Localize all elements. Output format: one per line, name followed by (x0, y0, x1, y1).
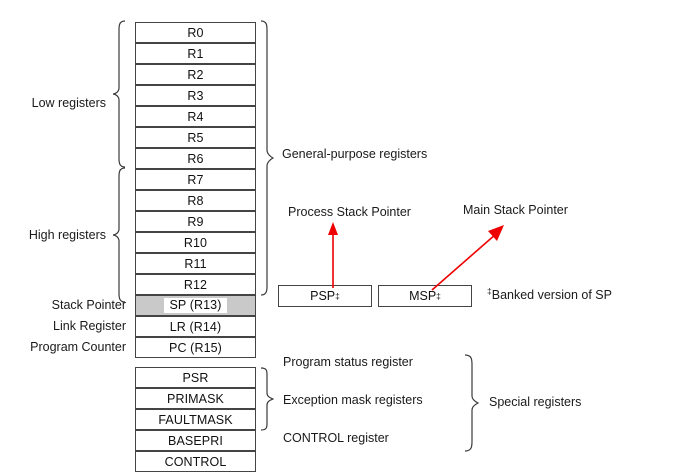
msp-box: MSP‡ (378, 285, 472, 307)
register-set-diagram: R0 R1 R2 R3 R4 R5 R6 R7 R8 R9 R10 R11 R1… (28, 20, 612, 472)
register-box: R12 (135, 274, 256, 295)
register-box: R10 (135, 232, 256, 253)
general-purpose-bracket (260, 20, 274, 296)
label-link-register: Link Register (53, 319, 126, 333)
psp-label: PSP (310, 289, 336, 303)
register-box: R1 (135, 43, 256, 64)
label-high-registers: High registers (28, 228, 106, 242)
register-box: R7 (135, 169, 256, 190)
label-general-purpose-registers: General-purpose registers (282, 147, 428, 161)
register-box-psr: PSR (135, 367, 256, 388)
footnote-superscript: ‡ (487, 285, 492, 296)
psp-box: PSP‡ (278, 285, 372, 307)
label-low-registers: Low registers (31, 96, 106, 110)
label-control-register: CONTROL register (283, 431, 389, 445)
register-box-sp: SP (R13) (135, 295, 256, 316)
register-box: R8 (135, 190, 256, 211)
register-box-pc: PC (R15) (135, 337, 256, 358)
low-registers-bracket (112, 20, 126, 168)
exception-mask-bracket (260, 367, 274, 431)
register-box-lr: LR (R14) (135, 316, 256, 337)
psp-callout-arrow (328, 222, 338, 288)
label-program-counter: Program Counter (30, 340, 126, 354)
label-exception-mask-registers: Exception mask registers (283, 393, 423, 407)
register-box: R9 (135, 211, 256, 232)
label-program-status-register: Program status register (283, 355, 413, 369)
msp-callout-arrow (431, 225, 504, 291)
register-box: R4 (135, 106, 256, 127)
register-box: R2 (135, 64, 256, 85)
register-box: R0 (135, 22, 256, 43)
msp-label: MSP (409, 289, 437, 303)
register-box: R6 (135, 148, 256, 169)
register-box: R5 (135, 127, 256, 148)
label-main-stack-pointer: Main Stack Pointer (463, 203, 568, 217)
register-box-primask: PRIMASK (135, 388, 256, 409)
register-box: R3 (135, 85, 256, 106)
high-registers-bracket (112, 167, 126, 303)
label-process-stack-pointer: Process Stack Pointer (288, 205, 411, 219)
register-box: R11 (135, 253, 256, 274)
label-special-registers: Special registers (489, 395, 582, 409)
register-box-basepri: BASEPRI (135, 430, 256, 451)
register-box-sp-label: SP (R13) (163, 298, 228, 313)
register-box-faultmask: FAULTMASK (135, 409, 256, 430)
label-stack-pointer: Stack Pointer (51, 298, 126, 312)
special-registers-bracket (464, 354, 480, 452)
banked-sp-footnote: ‡Banked version of SP (487, 285, 612, 302)
footnote-text: Banked version of SP (491, 288, 612, 302)
